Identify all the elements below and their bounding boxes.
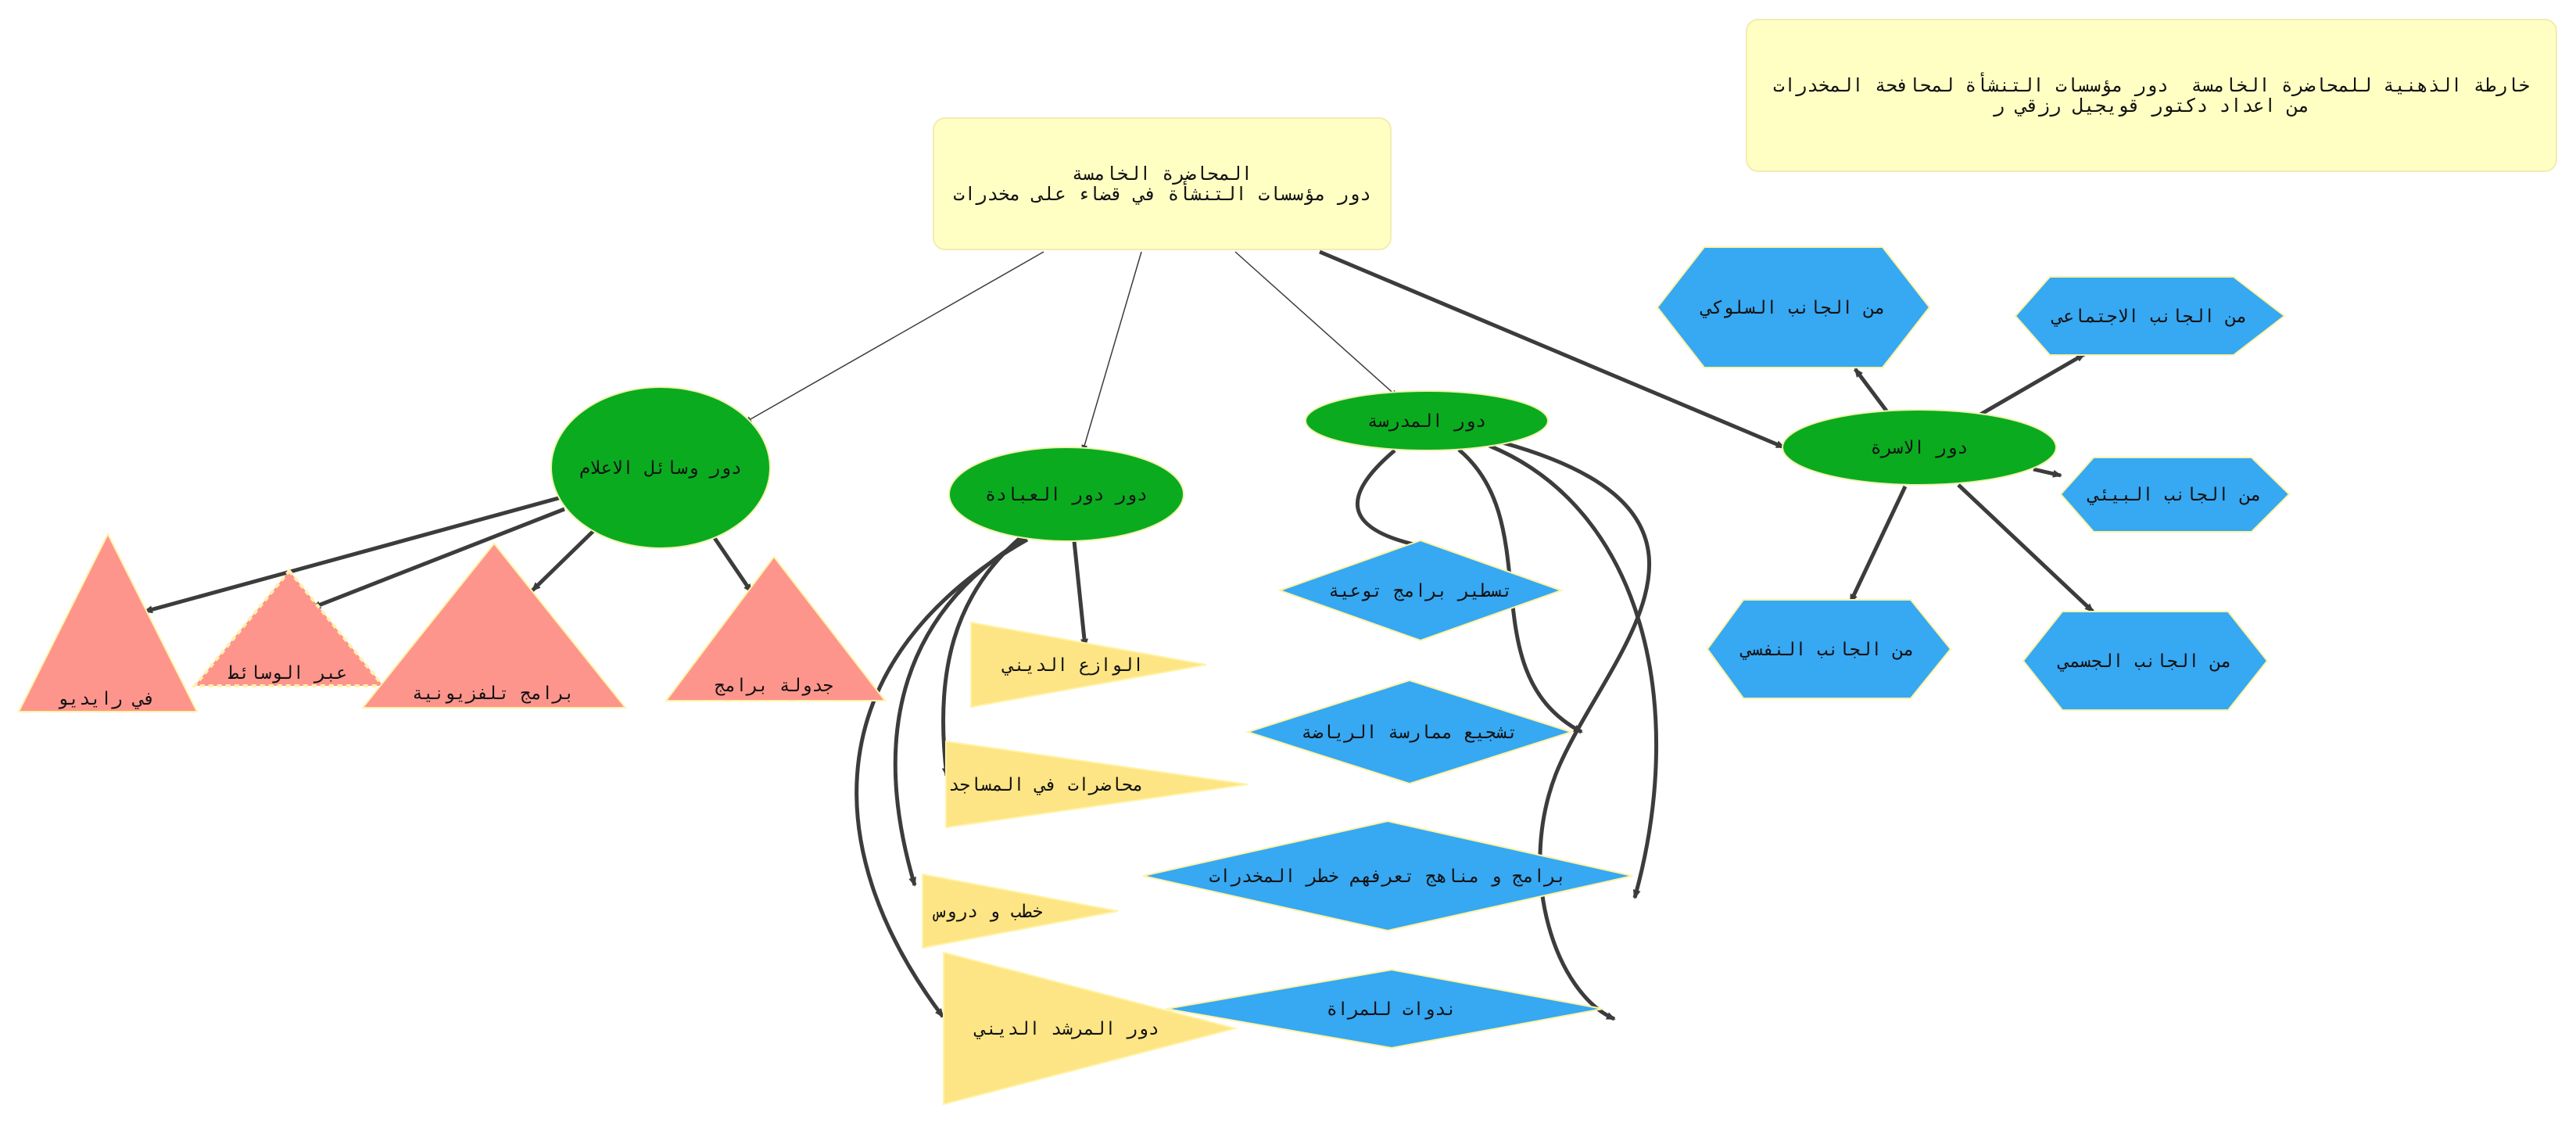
- root-line-2: دور مؤسسات التنشأة في قضاء على مخدرات: [953, 183, 1371, 205]
- worship-child-guide-label: دور المرشد الديني: [973, 1019, 1159, 1039]
- school-child-sports[interactable]: [1245, 679, 1575, 785]
- edge-media-tv: [531, 529, 596, 592]
- media-node[interactable]: [550, 386, 771, 549]
- school-child-seminars[interactable]: [1166, 968, 1603, 1049]
- media-child-radio[interactable]: [17, 532, 199, 712]
- edge-family-behavioral: [1854, 368, 1890, 414]
- family-child-psych[interactable]: [1706, 599, 1952, 699]
- family-child-environment[interactable]: [2059, 457, 2291, 533]
- media-child-schedule[interactable]: [665, 555, 887, 701]
- worship-child-faith-label: الوازع الديني: [1001, 655, 1144, 676]
- title-note-box[interactable]: خارطة الذهنية للمحاضرة الخامسة دور مؤسسا…: [1746, 19, 2557, 172]
- school-branch: دور المدرسة تسطير برامج توعية تشجيع ممار…: [1142, 390, 1633, 1049]
- school-child-curriculum[interactable]: [1142, 820, 1633, 932]
- media-child-media-label: عبر الوسائط: [228, 663, 347, 683]
- worship-child-sermons-label: خطب و دروس: [933, 902, 1043, 922]
- family-branch: دور الاسرة من الجانب السلوكي من الجانب ا…: [1656, 246, 2291, 711]
- media-child-radio-label: في رايديو: [58, 689, 156, 709]
- media-child-tv[interactable]: [360, 542, 628, 709]
- media-child-tv-label: برامج تلفزيونية: [412, 683, 575, 704]
- school-node-label: دور المدرسة: [1367, 411, 1486, 432]
- media-child-media[interactable]: [191, 568, 387, 687]
- family-node-label: دور الاسرة: [1871, 438, 1969, 458]
- edge-worship-faith: [1072, 540, 1088, 648]
- edge-root-school: [1234, 251, 1399, 398]
- school-node[interactable]: [1305, 390, 1549, 451]
- family-node[interactable]: [1782, 409, 2057, 486]
- edge-family-environment: [2033, 467, 2062, 478]
- edge-family-psych: [1848, 485, 1908, 604]
- edge-root-family: [1319, 249, 1786, 450]
- root-line-1: المحاضرة الخامسة: [1071, 162, 1253, 185]
- media-node-label: دور وسائل الاعلام: [579, 458, 742, 479]
- school-child-curriculum-label: برامج و مناهج تعرفهم خطر المخدرات: [1209, 866, 1567, 887]
- edge-worship-sermons: [893, 536, 1027, 887]
- family-child-physical[interactable]: [2022, 611, 2269, 711]
- edge-worship-lectures: [941, 535, 1023, 777]
- worship-node[interactable]: [948, 447, 1184, 542]
- family-child-social-label: من الجانب الاجتماعي: [2051, 307, 2247, 327]
- worship-child-lectures[interactable]: [945, 740, 1249, 829]
- family-child-behavioral[interactable]: [1656, 246, 1931, 368]
- edge-school-awareness: [1356, 449, 1438, 552]
- edge-root-media: [743, 251, 1044, 423]
- media-branch: دور وسائل الاعلام في رايديو عبر الوسائط …: [17, 386, 887, 712]
- edge-media-media: [311, 507, 565, 610]
- media-child-schedule-label: جدولة برامج: [715, 676, 833, 696]
- edge-media-schedule: [711, 534, 754, 594]
- worship-child-lectures-label: محاضرات في المساجد: [948, 775, 1143, 795]
- school-child-awareness[interactable]: [1277, 539, 1564, 642]
- family-child-psych-label: من الجانب النفسي: [1739, 640, 1915, 660]
- family-child-environment-label: من الجانب البيئي: [2087, 485, 2262, 505]
- family-child-social[interactable]: [2014, 276, 2286, 356]
- edge-worship-guide: [854, 537, 1029, 1018]
- title-line-1: خارطة الذهنية للمحاضرة الخامسة دور مؤسسا…: [1772, 74, 2531, 96]
- worship-child-faith[interactable]: [970, 621, 1207, 709]
- worship-branch: دور دور العبادة الوازع الديني محاضرات في…: [922, 447, 1249, 1106]
- family-child-behavioral-label: من الجانب السلوكي: [1700, 298, 1885, 318]
- school-child-seminars-label: ندوات للمراة: [1327, 999, 1456, 1020]
- edge-media-radio: [143, 495, 562, 614]
- school-child-awareness-label: تسطير برامج توعية: [1328, 581, 1512, 601]
- edge-school-seminars: [1502, 440, 1652, 1021]
- edge-family-physical: [1957, 483, 2094, 613]
- worship-child-guide[interactable]: [943, 951, 1238, 1106]
- edge-family-social: [1979, 352, 2086, 417]
- worship-node-label: دور دور العبادة: [985, 485, 1148, 505]
- edge-school-curriculum: [1489, 443, 1659, 899]
- root-node[interactable]: المحاضرة الخامسة دور مؤسسات التنشأة في ق…: [933, 117, 1392, 250]
- edges: [143, 249, 2094, 1021]
- worship-child-sermons[interactable]: [922, 873, 1119, 949]
- school-child-sports-label: تشجيع ممارسة الرياضة: [1302, 723, 1518, 743]
- title-line-2: من اعداد دكتور قويجيل رزقي ر: [1993, 95, 2310, 117]
- edge-root-worship: [1081, 251, 1142, 453]
- family-child-physical-label: من الجانب الجسمي: [2057, 651, 2232, 672]
